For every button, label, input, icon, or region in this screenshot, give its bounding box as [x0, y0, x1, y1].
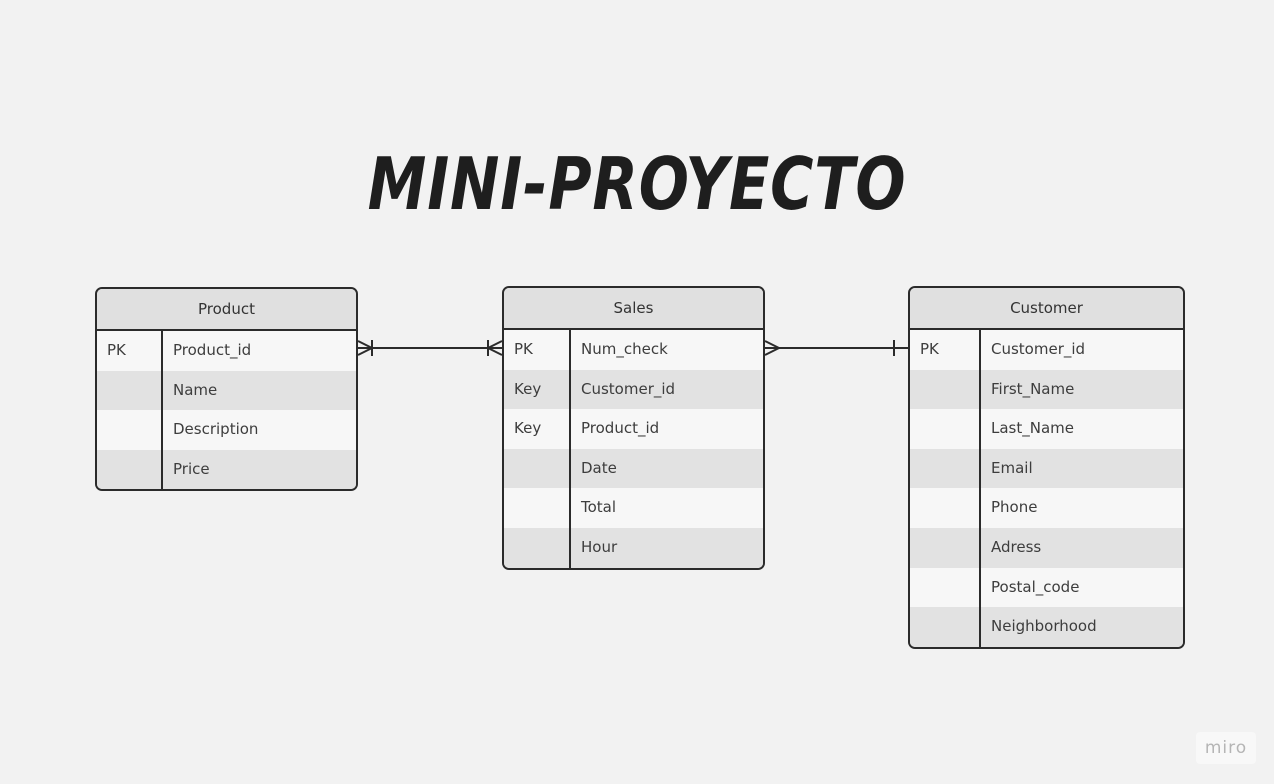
key-cell: PK: [504, 330, 571, 370]
table-row[interactable]: Date: [504, 448, 763, 489]
sales-crowfoot-bottom: [487, 347, 503, 356]
field-name-cell: Last_Name: [991, 419, 1074, 438]
key-cell: [910, 527, 981, 568]
table-row[interactable]: Key Customer_id: [504, 369, 763, 410]
product-crowfoot-bottom: [357, 347, 373, 356]
sales-many-bottom: [764, 347, 780, 356]
sales-customer-relationship[interactable]: [764, 340, 908, 356]
product-sales-relationship[interactable]: [357, 340, 503, 356]
table-row[interactable]: Hour: [504, 527, 763, 568]
table-row[interactable]: Phone: [910, 488, 1183, 528]
entity-header-product: Product: [97, 289, 356, 331]
table-row[interactable]: Email: [910, 448, 1183, 489]
key-cell: [504, 527, 571, 568]
table-row[interactable]: Key Product_id: [504, 409, 763, 449]
table-row[interactable]: Adress: [910, 527, 1183, 568]
field-name-cell: Phone: [991, 498, 1038, 517]
table-row[interactable]: PK Num_check: [504, 330, 763, 370]
key-cell: [97, 410, 163, 450]
table-row[interactable]: Neighborhood: [910, 607, 1183, 647]
field-name-cell: First_Name: [991, 379, 1075, 398]
key-cell: Key: [504, 369, 571, 410]
table-row[interactable]: Total: [504, 488, 763, 528]
field-name-cell: Hour: [581, 537, 618, 556]
key-cell: [504, 448, 571, 489]
field-name-cell: Customer_id: [991, 340, 1086, 358]
entity-header-customer: Customer: [910, 288, 1183, 330]
key-cell: [97, 370, 163, 411]
field-name-cell: Adress: [991, 537, 1042, 556]
table-row[interactable]: Name: [97, 370, 356, 411]
key-cell: [504, 488, 571, 528]
table-row[interactable]: Description: [97, 410, 356, 450]
field-name-cell: Customer_id: [581, 379, 676, 398]
key-cell: Key: [504, 409, 571, 449]
key-cell: [910, 409, 981, 449]
field-name-cell: Postal_code: [991, 577, 1080, 596]
sales-many-top: [764, 340, 780, 349]
table-row[interactable]: Last_Name: [910, 409, 1183, 449]
page-title: MINI-PROYECTO: [367, 142, 907, 226]
table-row[interactable]: PK Customer_id: [910, 330, 1183, 370]
field-name-cell: Email: [991, 458, 1033, 477]
key-cell: [910, 567, 981, 608]
field-name-cell: Price: [173, 459, 210, 478]
key-cell: [910, 369, 981, 410]
table-row[interactable]: Postal_code: [910, 567, 1183, 608]
key-cell: [910, 607, 981, 647]
miro-watermark[interactable]: miro: [1196, 732, 1256, 764]
field-name-cell: Num_check: [581, 340, 668, 358]
key-cell: [97, 449, 163, 490]
table-row[interactable]: First_Name: [910, 369, 1183, 410]
key-cell: PK: [910, 330, 981, 370]
sales-crowfoot-top: [487, 340, 503, 349]
table-row[interactable]: Price: [97, 449, 356, 490]
field-name-cell: Neighborhood: [991, 617, 1097, 636]
field-name-cell: Name: [173, 380, 218, 399]
field-name-cell: Date: [581, 458, 617, 477]
field-name-cell: Product_id: [173, 341, 252, 359]
field-name-cell: Description: [173, 420, 259, 439]
key-cell: PK: [97, 331, 163, 371]
key-cell: [910, 488, 981, 528]
product-crowfoot-top: [357, 340, 373, 349]
table-row[interactable]: PK Product_id: [97, 331, 356, 371]
field-name-cell: Total: [581, 498, 617, 517]
entity-header-sales: Sales: [504, 288, 763, 330]
field-name-cell: Product_id: [581, 419, 660, 438]
key-cell: [910, 448, 981, 489]
